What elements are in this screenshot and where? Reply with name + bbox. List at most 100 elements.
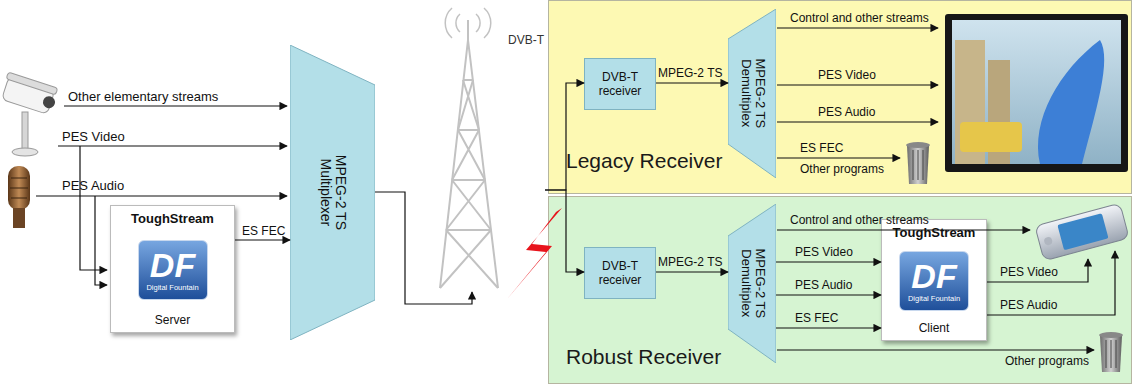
product-name: ToughStream bbox=[131, 211, 214, 226]
phone-illustration bbox=[1035, 203, 1129, 261]
wire bbox=[777, 229, 1030, 230]
trash-lid bbox=[1099, 332, 1123, 338]
trash-lid bbox=[906, 142, 930, 148]
wire bbox=[987, 259, 1088, 282]
region-title: Robust Receiver bbox=[566, 345, 721, 369]
connector-label: ES FEC bbox=[242, 224, 285, 238]
stream-label: Other elementary streams bbox=[68, 89, 218, 105]
camera-base bbox=[12, 148, 38, 156]
stream-label: Other programs bbox=[1005, 354, 1089, 368]
logo-mark: DF bbox=[911, 258, 956, 294]
receiver-box: DVB-T receiver bbox=[584, 247, 656, 299]
trash-ribs bbox=[1106, 340, 1116, 368]
connector-label: MPEG-2 TS bbox=[658, 255, 722, 269]
rotated-title: MPEG-2 TS Multiplexer bbox=[317, 145, 348, 240]
connector bbox=[656, 271, 728, 272]
receiver-box: DVB-T receiver bbox=[584, 58, 656, 110]
stream-label: Control and other streams bbox=[790, 11, 929, 25]
box-label: DVB-T receiver bbox=[588, 259, 652, 287]
stream-label: PES Audio bbox=[62, 178, 124, 194]
connector-label: PES Video bbox=[795, 245, 853, 259]
microphone-icon bbox=[8, 166, 30, 228]
logo-mark: DF bbox=[150, 247, 195, 283]
logo-brand: Digital Fountain bbox=[908, 294, 960, 303]
demultiplexer: MPEG-2 TS Demultiplex bbox=[728, 9, 776, 178]
wire bbox=[36, 195, 287, 196]
camera-lens bbox=[41, 95, 56, 110]
tv-taxi bbox=[960, 122, 1022, 152]
connector bbox=[776, 294, 881, 295]
wire bbox=[777, 121, 938, 122]
phone-body bbox=[1035, 203, 1129, 261]
connector-label: ES FEC bbox=[795, 311, 838, 325]
stream-label: ES FEC bbox=[800, 141, 843, 155]
trapezoid-shape bbox=[290, 45, 375, 340]
client-box: ToughStreamDFDigital FountainClient bbox=[881, 219, 987, 341]
connector bbox=[776, 261, 881, 262]
transmitter-tower: DVB-T bbox=[430, 26, 545, 292]
tower-waves bbox=[445, 8, 491, 38]
trapezoid-shape bbox=[728, 9, 776, 178]
stream-label: PES Audio bbox=[1000, 298, 1057, 312]
microphone-grille bbox=[10, 178, 28, 198]
input-wires bbox=[36, 106, 287, 285]
connector bbox=[235, 239, 290, 240]
product-name: ToughStream bbox=[893, 225, 976, 240]
tv-screen bbox=[952, 20, 1121, 164]
connector bbox=[545, 190, 584, 272]
wire bbox=[777, 157, 900, 158]
wire bbox=[777, 84, 938, 85]
wire bbox=[987, 251, 1115, 315]
logo-badge: DFDigital Fountain bbox=[899, 251, 969, 311]
connector bbox=[375, 192, 472, 304]
trash-ribs bbox=[913, 150, 923, 180]
multiplexer: MPEG-2 TS Multiplexer bbox=[290, 45, 375, 340]
stream-label: PES Video bbox=[1000, 265, 1058, 279]
connector bbox=[545, 83, 584, 190]
role-label: Client bbox=[919, 321, 950, 335]
lightning-bolt bbox=[508, 208, 562, 298]
trash-icon bbox=[906, 142, 930, 184]
microphone-head bbox=[8, 166, 30, 210]
trapezoid-shape bbox=[728, 204, 776, 363]
wire bbox=[58, 145, 287, 146]
tower-label: DVB-T bbox=[508, 33, 544, 47]
tv-shape bbox=[1038, 40, 1104, 164]
tower-bracing bbox=[440, 80, 498, 288]
connector-label: PES Audio bbox=[795, 278, 852, 292]
connector bbox=[776, 327, 881, 328]
role-label: Server bbox=[155, 313, 190, 327]
stream-label: PES Video bbox=[818, 68, 876, 82]
microphone-handle bbox=[13, 208, 25, 228]
tower-illustration bbox=[440, 8, 498, 288]
connector-label: MPEG-2 TS bbox=[658, 66, 722, 80]
wire bbox=[777, 27, 938, 28]
logo-brand: Digital Fountain bbox=[146, 283, 198, 292]
camera-shield bbox=[6, 72, 58, 95]
server-box: ToughStreamDFDigital FountainServer bbox=[110, 205, 235, 333]
logo-badge: DFDigital Fountain bbox=[138, 240, 208, 300]
region-title: Legacy Receiver bbox=[566, 149, 722, 173]
wire bbox=[777, 349, 1094, 350]
tv-illustration bbox=[945, 14, 1128, 172]
wire bbox=[80, 146, 107, 270]
tower-legs bbox=[440, 20, 498, 288]
stream-label: Control and other streams bbox=[790, 213, 929, 227]
trash-body bbox=[907, 146, 929, 184]
trash-body bbox=[1100, 336, 1122, 372]
wire bbox=[64, 105, 287, 106]
trash-icon bbox=[1099, 332, 1123, 372]
connector bbox=[656, 82, 728, 83]
stream-label: PES Audio bbox=[818, 105, 875, 119]
phone-screen bbox=[1057, 213, 1108, 250]
box-label: DVB-T receiver bbox=[588, 70, 652, 98]
phone-button bbox=[1043, 236, 1053, 246]
rotated-title: MPEG-2 TS Demultiplex bbox=[738, 241, 767, 326]
wire bbox=[95, 196, 107, 285]
rotated-title: MPEG-2 TS Demultiplex bbox=[738, 51, 767, 136]
tv-frame bbox=[945, 14, 1128, 172]
legacy-output-wires bbox=[777, 28, 938, 158]
stream-label: Other programs bbox=[800, 162, 884, 176]
tower-bars bbox=[446, 80, 491, 230]
